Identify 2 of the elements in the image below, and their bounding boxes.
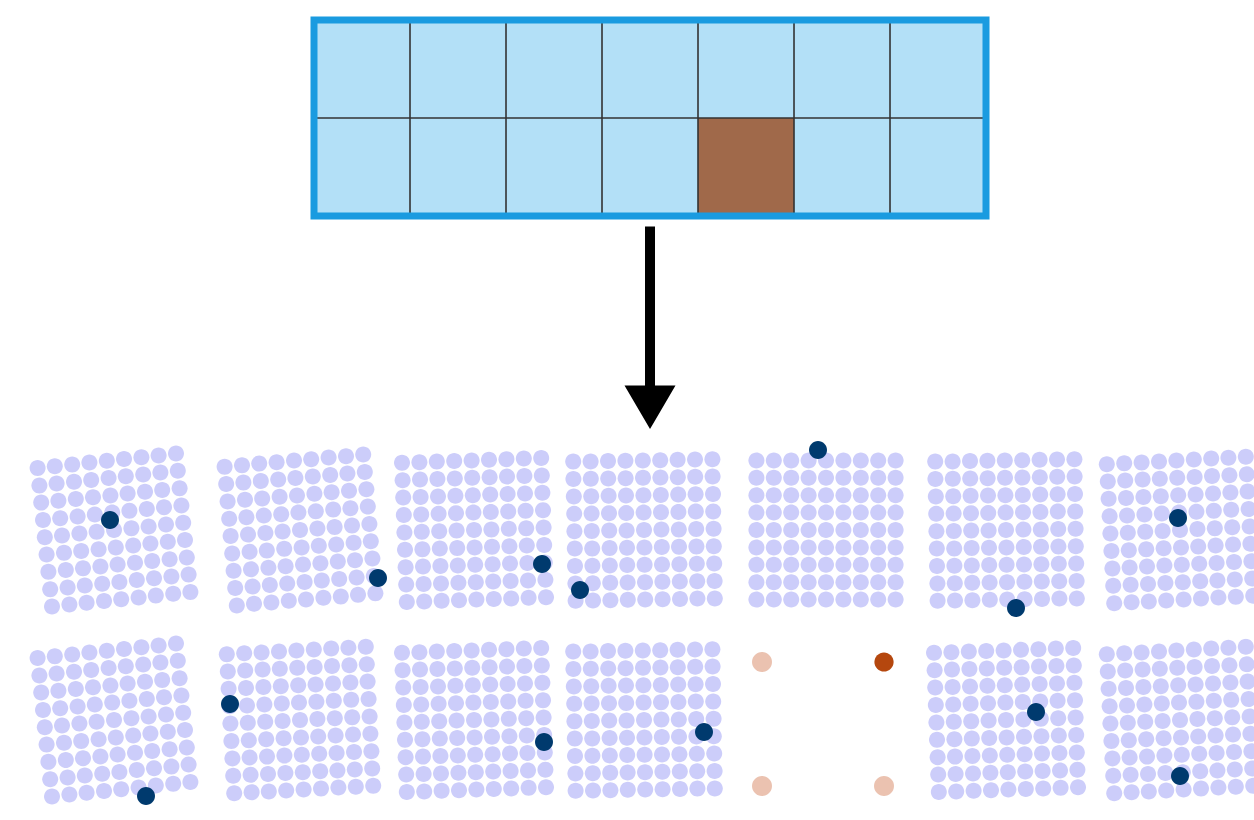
dot-array-drawing: [29, 441, 1254, 805]
cell-grid: [310, 16, 990, 220]
